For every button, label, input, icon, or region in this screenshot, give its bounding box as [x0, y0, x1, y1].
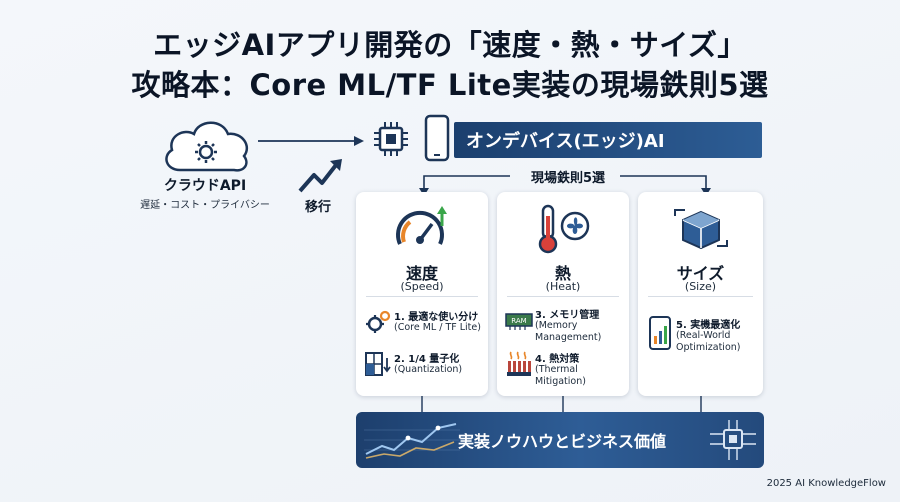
bottom-value-bar: 実装ノウハウとビジネス価値	[356, 412, 764, 468]
heatsink-icon	[507, 351, 531, 376]
page-title-line1: エッジAIアプリ開発の「速度・熱・サイズ」	[153, 28, 747, 62]
ondevice-ai-bar: オンデバイス(エッジ)AI	[454, 122, 762, 158]
grid-compress-icon	[365, 352, 391, 376]
card-heat-title: 熱	[554, 264, 571, 283]
ram-icon: RAM	[505, 313, 533, 330]
card-divider	[507, 296, 619, 297]
card-speed-sub: (Speed)	[400, 280, 444, 293]
phone-chart-icon	[649, 316, 671, 350]
rules-label: 現場鉄則5選	[530, 171, 606, 186]
circuit-chip-icon	[710, 420, 756, 460]
card-size-title: サイズ	[676, 264, 725, 283]
card-size-sub: (Size)	[684, 280, 717, 293]
cloud-gear-icon	[165, 121, 249, 172]
page-title-line2: 攻略本：Core ML/TF Lite実装の現場鉄則5選	[131, 68, 769, 102]
ondevice-ai-label: オンデバイス(エッジ)AI	[466, 131, 665, 152]
growth-graph-icon	[364, 423, 460, 459]
card-speed: 速度 (Speed) 1. 最適な使い分け (Core ML / TF Lite…	[356, 192, 488, 396]
rule-2-desc: (Quantization)	[394, 364, 463, 375]
card-divider	[648, 296, 753, 297]
rule-4-title: 4. 熱対策	[535, 354, 580, 365]
migrate-label: 移行	[305, 200, 332, 215]
cloud-api-sub: 遅延・コスト・プライバシー	[140, 200, 270, 211]
card-heat-sub: (Heat)	[545, 280, 581, 293]
footer-credit: 2025 AI KnowledgeFlow	[766, 478, 886, 489]
trend-arrow-icon	[298, 159, 342, 193]
thermometer-fan-icon	[538, 204, 590, 254]
chip-icon	[374, 122, 408, 156]
card-speed-title: 速度	[405, 264, 438, 283]
rule-2-title: 2. 1/4 量子化	[394, 354, 460, 365]
cloud-api-label: クラウドAPI	[163, 178, 247, 194]
flow-arrow-icon	[258, 136, 364, 146]
speedometer-icon	[396, 206, 447, 245]
smartphone-icon	[424, 114, 450, 162]
svg-text:RAM: RAM	[511, 317, 526, 325]
rule-1-title: 1. 最適な使い分け	[394, 312, 479, 323]
card-connector-lines	[421, 396, 702, 414]
card-divider	[366, 296, 478, 297]
rule-3-title: 3. メモリ管理	[535, 310, 600, 321]
box-resize-icon	[673, 209, 728, 250]
bottom-value-label: 実装ノウハウとビジネス価値	[458, 432, 667, 451]
rule-5-title: 5. 実機最適化	[676, 320, 741, 331]
gears-icon	[366, 310, 391, 333]
rule-1-desc: (Core ML / TF Lite)	[394, 322, 481, 333]
